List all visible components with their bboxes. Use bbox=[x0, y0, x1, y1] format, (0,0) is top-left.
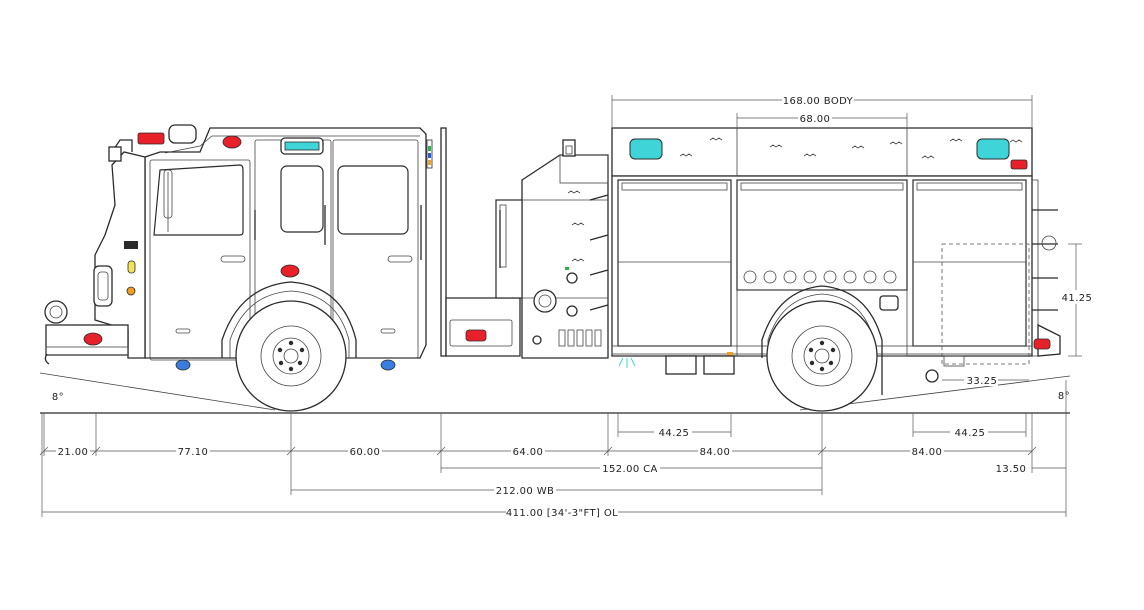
dim-41-25: 41.25 bbox=[1062, 293, 1093, 304]
undercab-blue-marker-rear bbox=[380, 359, 396, 371]
dim-angle-front: 8° bbox=[52, 392, 64, 403]
body-front-cyan-light bbox=[629, 138, 663, 160]
dim-64: 64.00 bbox=[513, 447, 544, 458]
rear-tail-light bbox=[1033, 338, 1051, 350]
dim-68: 68.00 bbox=[800, 114, 831, 125]
dim-wb: 212.00 WB bbox=[496, 486, 555, 497]
cab bbox=[44, 124, 427, 365]
pump-red-light bbox=[465, 329, 487, 342]
front-wheel bbox=[221, 281, 357, 412]
body bbox=[567, 127, 1061, 365]
cab-roof-red-light bbox=[222, 135, 242, 149]
cab-top-red-light bbox=[137, 132, 165, 145]
dim-84-mid: 84.00 bbox=[700, 447, 731, 458]
cab-roof-light bbox=[284, 141, 320, 151]
dim-13-50: 13.50 bbox=[996, 464, 1027, 475]
body-amber-marker bbox=[727, 352, 733, 357]
dim-33-25: 33.25 bbox=[967, 376, 998, 387]
dim-77-10: 77.10 bbox=[178, 447, 209, 458]
bumper-red-light bbox=[83, 332, 103, 346]
approach-angle-line bbox=[39, 372, 276, 411]
dim-body: 168.00 BODY bbox=[783, 96, 854, 107]
dim-ca: 152.00 CA bbox=[602, 464, 658, 475]
front-badge bbox=[124, 241, 138, 249]
dim-21: 21.00 bbox=[58, 447, 89, 458]
front-amber-marker bbox=[126, 286, 136, 296]
dimension-labels: 168.00 BODY 68.00 41.25 33.25 44.25 44.2… bbox=[52, 94, 1092, 519]
rear-wheel bbox=[665, 285, 965, 412]
dim-84-rear: 84.00 bbox=[912, 447, 943, 458]
dim-44-25-right: 44.25 bbox=[955, 428, 986, 439]
dim-60: 60.00 bbox=[350, 447, 381, 458]
body-rear-red-beacon bbox=[1010, 159, 1028, 170]
dim-ol: 411.00 [34'-3"FT] OL bbox=[506, 508, 618, 519]
ground-light-rays bbox=[618, 357, 636, 368]
body-rear-cyan-light bbox=[976, 138, 1010, 160]
cab-side-red-light bbox=[280, 264, 300, 278]
front-yellow-marker bbox=[127, 260, 136, 274]
dim-angle-rear: 8° bbox=[1058, 391, 1070, 402]
pump-house bbox=[440, 127, 609, 359]
dim-44-25-left: 44.25 bbox=[659, 428, 690, 439]
undercab-blue-marker-front bbox=[175, 359, 191, 371]
